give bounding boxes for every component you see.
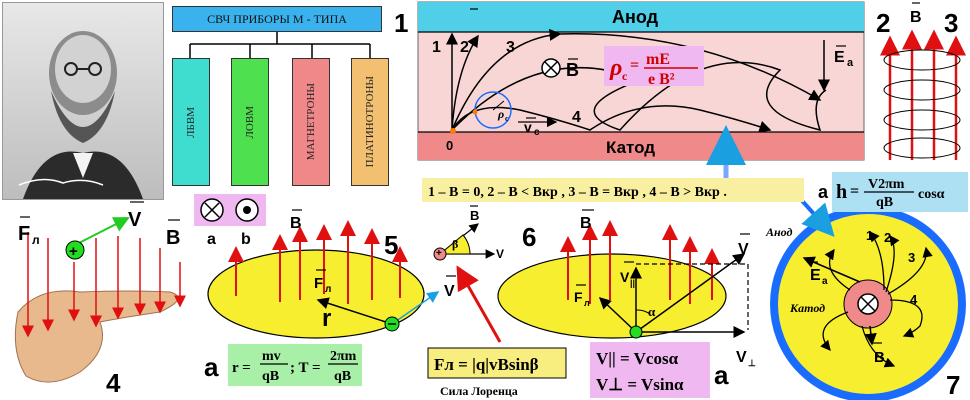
traj-label-4: 4 bbox=[572, 109, 581, 126]
spiral-B-symbol: B bbox=[580, 215, 592, 232]
traj-label-2: 2 bbox=[460, 39, 469, 56]
circle-T-den: qB bbox=[334, 369, 351, 384]
cyl-label-2: 2 bbox=[884, 230, 891, 245]
spiral-F-sub: л bbox=[584, 298, 590, 308]
circle-F-symbol: F bbox=[314, 275, 323, 292]
circle-T-lhs: ; T = bbox=[290, 360, 321, 376]
plane-formula-den: e B² bbox=[648, 71, 675, 88]
spiral-formula-bg bbox=[590, 342, 710, 398]
circle-F-sub: л bbox=[325, 284, 331, 295]
plane-rho-symbol: ρ bbox=[497, 107, 504, 121]
hand-plus: + bbox=[69, 243, 78, 260]
field-label-b: b bbox=[241, 231, 251, 248]
plane-formula-lhs: ρ bbox=[609, 55, 622, 81]
circle-r-symbol: r bbox=[322, 305, 331, 332]
plane-formula-sub: c bbox=[622, 69, 628, 83]
helix-label-a: a bbox=[818, 182, 829, 202]
spiral-Vpar-symbol: V bbox=[620, 269, 630, 285]
circle-r-den: qB bbox=[262, 369, 279, 384]
spiral-formula-1: V|| = Vcosα bbox=[596, 349, 679, 368]
helix-formula-lhs: h bbox=[836, 181, 847, 203]
traj-label-1: 1 bbox=[432, 39, 441, 56]
helix-panel bbox=[880, 29, 966, 160]
cyl-label-3: 3 bbox=[908, 250, 915, 265]
circle-panel bbox=[207, 220, 440, 339]
spiral-V-symbol: V bbox=[738, 241, 749, 258]
anode-label: Анод bbox=[612, 7, 659, 27]
hand-F-symbol: F bbox=[18, 223, 30, 245]
lorentz-B-symbol: B bbox=[470, 208, 479, 223]
panel-number-7: 7 bbox=[946, 370, 960, 400]
magnetron-plane-panel bbox=[417, 1, 865, 178]
spiral-F-symbol: F bbox=[574, 289, 583, 305]
spiral-formula-2: V⊥ = Vsinα bbox=[596, 375, 684, 394]
plane-formula-eq: = bbox=[630, 57, 639, 74]
plane-E-symbol: E bbox=[834, 49, 845, 66]
helix-formula-eq: = bbox=[850, 183, 859, 200]
spiral-Vperp-symbol: V bbox=[736, 349, 747, 366]
panel-number-2: 2 bbox=[876, 8, 890, 38]
cathode-label: Катод bbox=[606, 138, 655, 157]
circle-B-symbol: B bbox=[290, 215, 302, 232]
cyl-cathode-label: Катод bbox=[789, 301, 825, 315]
diagram-title: СВЧ ПРИБОРЫ М - ТИПА bbox=[207, 11, 347, 26]
helix-formula-den: qB bbox=[876, 195, 893, 210]
panel-number-6: 6 bbox=[522, 222, 536, 252]
spiral-panel bbox=[497, 220, 749, 339]
hand-B-symbol: B bbox=[166, 227, 180, 249]
cyl-label-4: 4 bbox=[910, 292, 918, 307]
legend-bg bbox=[422, 178, 804, 202]
field-label-a: a bbox=[207, 231, 216, 248]
lorentz-plus: + bbox=[436, 248, 442, 259]
circle-label-a: a bbox=[204, 352, 219, 382]
hand-F-sub: л bbox=[32, 233, 40, 247]
column-platinotrons: ПЛАТИНОТРОНЫ bbox=[351, 58, 389, 186]
hand-panel bbox=[14, 217, 186, 383]
circle-T-num: 2πm bbox=[330, 349, 357, 364]
cyl-E-symbol: E bbox=[810, 267, 821, 284]
spiral-Vpar-sub: || bbox=[630, 278, 635, 288]
hand-V-symbol: V bbox=[128, 209, 142, 231]
lorentz-beta: β bbox=[452, 237, 458, 251]
column-magnetrons: МАГНЕТРОНЫ bbox=[292, 58, 330, 186]
circle-V-symbol: V bbox=[444, 283, 455, 300]
plane-rho-sub: c bbox=[505, 114, 509, 123]
panel-number-5: 5 bbox=[384, 230, 398, 260]
lorentz-portrait bbox=[2, 2, 164, 200]
column-lbvm: ЛБВМ bbox=[172, 58, 210, 186]
cyl-label-1: 1 bbox=[866, 228, 873, 243]
column-lovm: ЛОВМ bbox=[231, 58, 269, 186]
origin-label: 0 bbox=[446, 138, 453, 153]
panel-number-4: 4 bbox=[106, 368, 121, 398]
cyl-E-sub: a bbox=[822, 276, 828, 287]
lorentz-diagram bbox=[427, 223, 567, 379]
plane-vc-sub: c bbox=[534, 127, 540, 138]
circle-r-lhs: r = bbox=[232, 360, 251, 376]
lorentz-formula: Fл = |q|vBsinβ bbox=[434, 355, 539, 374]
helix-B-symbol: B bbox=[910, 9, 922, 26]
plane-formula-num: mE bbox=[646, 51, 670, 68]
spiral-label-a: a bbox=[714, 360, 729, 390]
helix-formula-tail: cosα bbox=[918, 187, 945, 202]
cyl-anode-label: Анод bbox=[765, 225, 793, 239]
circle-r-num: mv bbox=[262, 349, 281, 364]
panel-number-1: 1 bbox=[394, 8, 408, 38]
helix-formula-num: V2πm bbox=[868, 177, 905, 192]
plane-vc-symbol: v bbox=[524, 119, 532, 135]
plane-E-sub: a bbox=[847, 57, 854, 69]
traj-label-3: 3 bbox=[506, 39, 515, 56]
legend-text: 1 – B = 0, 2 – B < Bкр , 3 – B = Bкр , 4… bbox=[428, 185, 727, 200]
cylinder-panel bbox=[770, 192, 966, 400]
lorentz-caption: Сила Лоренца bbox=[440, 384, 518, 398]
cyl-B-symbol: B bbox=[874, 349, 885, 366]
spiral-alpha: α bbox=[648, 304, 656, 319]
spiral-Vperp-sub: ⊥ bbox=[748, 358, 756, 368]
lorentz-V-symbol: V bbox=[496, 247, 504, 261]
panel-number-3: 3 bbox=[944, 8, 958, 38]
circle-formula-bg bbox=[228, 344, 362, 386]
diagram-title-box: СВЧ ПРИБОРЫ М - ТИПА bbox=[172, 6, 382, 32]
plane-B-symbol: B bbox=[566, 60, 579, 80]
